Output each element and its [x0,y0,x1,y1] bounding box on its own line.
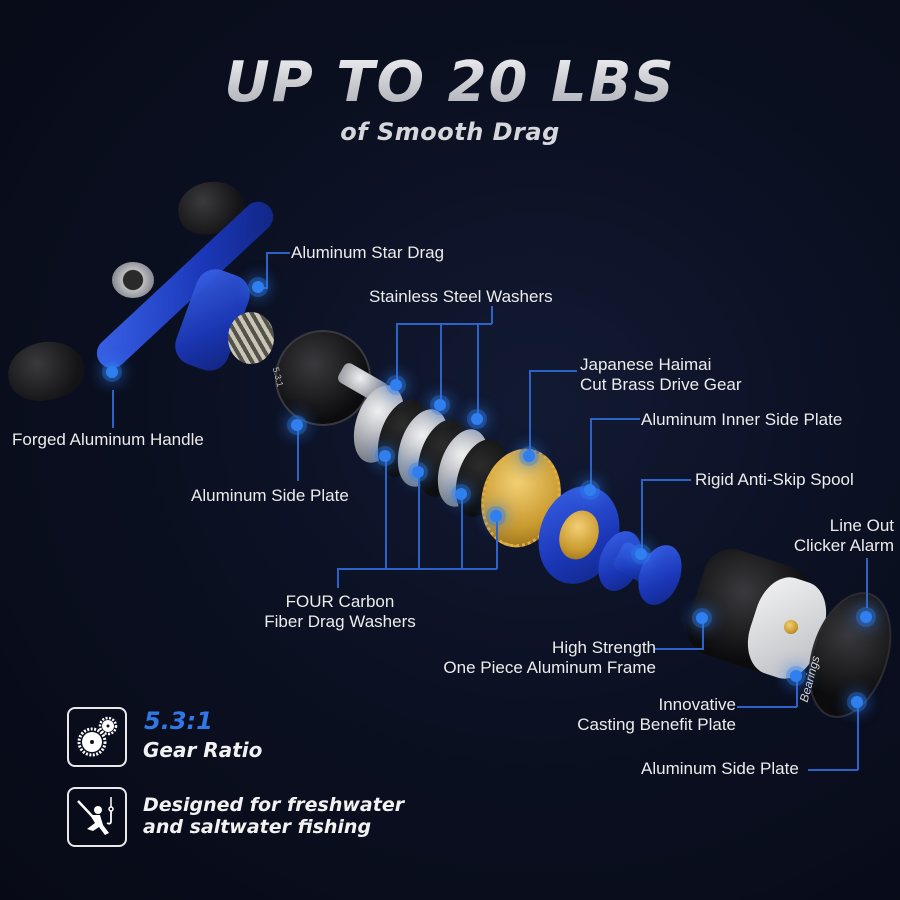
callout-line [496,516,498,569]
callout-dot [790,670,802,682]
callout-line [641,479,643,554]
callout-line [857,702,859,770]
callout-inner-side-plate: Aluminum Inner Side Plate [641,410,843,429]
callout-dot [379,450,391,462]
callout-carbon-washers: FOUR Carbon Fiber Drag Washers [264,592,416,631]
callout-line [737,706,797,708]
usage-line-2: and saltwater fishing [143,816,372,838]
gear-ratio-value: 5.3:1 [144,707,213,735]
casting-plate-screw [784,620,798,634]
callout-line [385,456,387,569]
callout-line [266,252,268,288]
usage-line-1: Designed for freshwater [143,794,405,816]
callout-line [655,648,703,650]
gears-icon [67,707,127,767]
callout-line [418,472,420,569]
callout-line [396,323,398,385]
callout-line [808,769,858,771]
callout-line [529,370,531,456]
callout-dot [390,379,402,391]
callout-drive-gear: Japanese Haimai Cut Brass Drive Gear [580,355,742,394]
handle-knob-bottom [3,335,89,407]
callout-line [440,323,442,405]
callout-line [337,568,497,570]
callout-dot [696,612,708,624]
callout-line [529,370,577,372]
callout-clicker-alarm: Line Out Clicker Alarm [793,516,894,555]
callout-line [590,418,592,490]
callout-casting-plate: Innovative Casting Benefit Plate [577,695,736,734]
callout-dot [252,281,264,293]
callout-dot [412,466,424,478]
callout-dot [851,696,863,708]
callout-line [461,494,463,569]
callout-line [112,390,114,428]
callout-frame: High Strength One Piece Aluminum Frame [443,638,656,677]
callout-side-plate-left: Aluminum Side Plate [191,486,349,505]
callout-line [297,425,299,481]
callout-dot [584,484,596,496]
callout-dot [434,399,446,411]
callout-dot [635,548,647,560]
handle-nut [112,262,154,298]
callout-star-drag: Aluminum Star Drag [291,243,445,262]
callout-dot [106,366,118,378]
callout-anti-skip-spool: Rigid Anti-Skip Spool [695,470,854,489]
callout-line [866,558,868,608]
callout-line [590,418,640,420]
fisherman-icon [67,787,127,847]
callout-line [266,252,290,254]
callout-dot [490,510,502,522]
drag-spring [228,312,274,364]
callout-dot [291,419,303,431]
callout-line [337,568,339,588]
gear-ratio-label: Gear Ratio [143,738,263,762]
callout-dot [455,488,467,500]
headline-title: UP TO 20 LBS [0,50,900,115]
callout-dot [860,611,872,623]
callout-line [396,323,492,325]
headline-subtitle: of Smooth Drag [340,118,560,146]
callout-dot [523,450,535,462]
callout-dot [471,413,483,425]
callout-line [796,676,798,707]
callout-line [702,620,704,650]
callout-handle: Forged Aluminum Handle [12,430,204,449]
callout-stainless-washers: Stainless Steel Washers [369,287,553,306]
callout-line [477,323,479,419]
callout-line [491,306,493,324]
callout-side-plate-right: Aluminum Side Plate [641,759,799,778]
callout-line [641,479,691,481]
